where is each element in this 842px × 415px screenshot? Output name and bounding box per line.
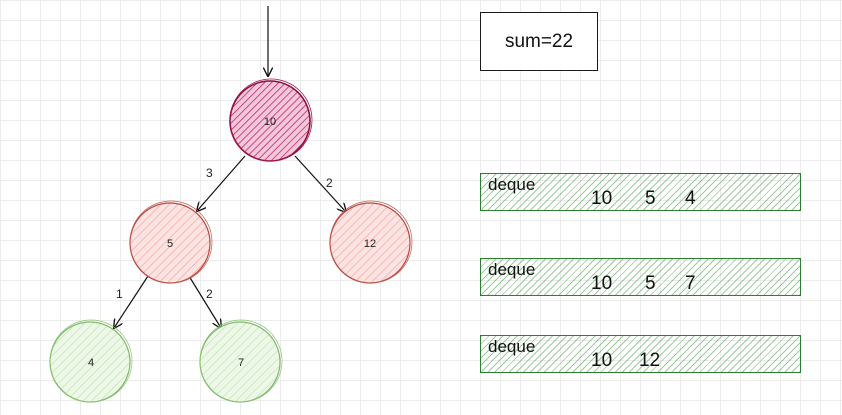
deque-value: 10 [591,350,613,371]
deque-value: 4 [685,188,696,209]
deque-box-2: deque 10 5 7 [480,258,801,296]
deque-value: 7 [685,273,696,294]
deque-value: 10 [591,273,613,294]
tree-node-right: 12 [329,200,413,284]
deque-value: 10 [591,188,613,209]
sum-box: sum=22 [480,12,598,71]
edge-weight-root-left: 3 [206,166,213,180]
deque-label: deque [488,175,536,194]
sum-label: sum=22 [504,30,574,52]
edge-left-left [114,275,149,328]
tree-node-left: 5 [129,200,213,284]
node-label-right: 12 [364,238,376,250]
deque-box-3: deque 10 12 [480,335,801,373]
deque-box-1: deque 10 5 4 [480,173,801,211]
edge-root-right [294,155,346,212]
node-label-left-left: 4 [88,357,94,369]
deque-value: 5 [645,273,656,294]
deque-label: deque [488,337,536,356]
deque-value: 5 [645,188,656,209]
tree-node-root: 10 [229,78,313,162]
edge-left-right [188,275,221,328]
node-label-left: 5 [167,238,173,250]
node-label-left-right: 7 [238,357,244,369]
deque-label: deque [488,260,536,279]
tree-node-left-right: 7 [199,319,283,403]
edge-weight-root-right: 2 [326,176,333,190]
edge-root-left [197,155,246,211]
edge-weight-left-left: 1 [116,287,123,301]
deque-value: 12 [639,350,661,371]
node-label-root: 10 [264,116,276,128]
tree-node-left-left: 4 [49,319,133,403]
edge-weight-left-right: 2 [206,287,213,301]
